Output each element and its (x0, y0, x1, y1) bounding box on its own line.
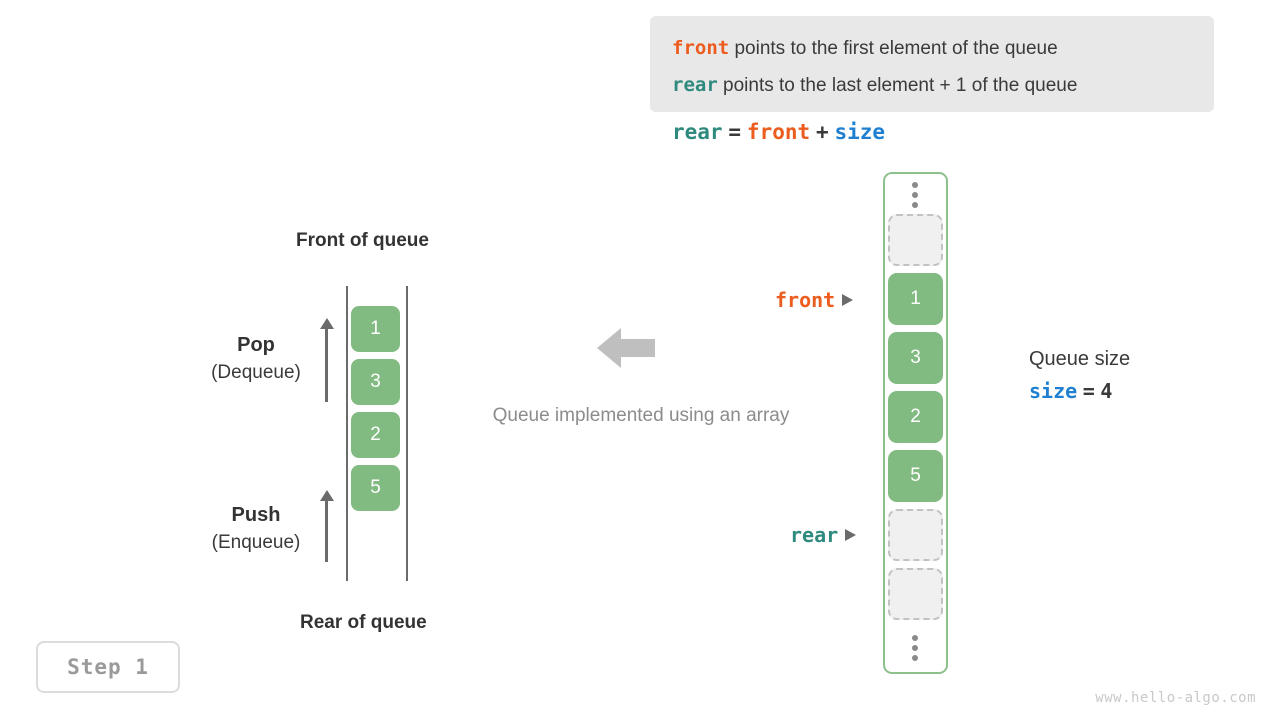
push-label-title: Push (231, 504, 281, 526)
diagram-caption: Queue implemented using an array (492, 405, 790, 426)
front-description: points to the first element of the queue (734, 38, 1058, 59)
size-equals: = (1082, 379, 1095, 403)
formula-plus: + (815, 120, 829, 144)
formula-front: front (746, 120, 811, 144)
queue-size-block: Queue size size = 4 (1029, 344, 1130, 409)
push-label-subtitle: (Enqueue) (211, 532, 301, 553)
size-value: 4 (1100, 379, 1113, 403)
stack-cell: 2 (351, 412, 400, 458)
stack-cell: 5 (351, 465, 400, 511)
queue-rail-left (346, 286, 348, 581)
stack-cell: 3 (351, 359, 400, 405)
size-variable-name: size (1029, 379, 1078, 403)
pop-label-title: Pop (237, 334, 275, 356)
push-arrow-up-icon (320, 490, 334, 562)
info-line-rear: rear points to the last element + 1 of t… (672, 67, 1194, 104)
queue-size-expression: size = 4 (1029, 374, 1130, 409)
pop-operation-label: Pop (Dequeue) (186, 332, 326, 388)
rear-pointer-arrow-icon (845, 529, 857, 541)
vertical-ellipsis-icon-top (910, 182, 920, 208)
rear-of-queue-label: Rear of queue (300, 612, 427, 633)
formula-rear: rear (672, 120, 723, 144)
watermark: www.hello-algo.com (1095, 690, 1256, 706)
front-of-queue-label: Front of queue (296, 230, 429, 251)
rear-pointer-label: rear (790, 523, 839, 547)
array-cell (888, 509, 943, 561)
rear-keyword: rear (672, 74, 718, 96)
stack-cell: 1 (351, 306, 400, 352)
pop-arrow-up-icon (320, 318, 334, 402)
push-operation-label: Push (Enqueue) (186, 502, 326, 558)
array-cell: 5 (888, 450, 943, 502)
left-pointing-arrow-icon (597, 328, 655, 368)
array-cell: 1 (888, 273, 943, 325)
front-pointer-arrow-icon (842, 294, 854, 306)
array-cell: 2 (888, 391, 943, 443)
info-callout-box: front points to the first element of the… (650, 16, 1214, 112)
formula-size: size (834, 120, 886, 144)
formula-rear-equals-front-plus-size: rear = front + size (672, 120, 885, 145)
array-cell: 3 (888, 332, 943, 384)
queue-size-title: Queue size (1029, 348, 1131, 370)
queue-rail-right (406, 286, 408, 581)
front-pointer-label: front (775, 288, 836, 312)
array-cell (888, 568, 943, 620)
formula-equals: = (728, 120, 742, 144)
info-line-front: front points to the first element of the… (672, 30, 1194, 67)
array-cell (888, 214, 943, 266)
vertical-ellipsis-icon-bottom (910, 635, 920, 661)
rear-pointer: rear (790, 523, 857, 547)
front-pointer: front (775, 288, 854, 312)
pop-label-subtitle: (Dequeue) (211, 362, 301, 383)
front-keyword: front (672, 37, 730, 59)
step-badge: Step 1 (36, 641, 180, 693)
rear-description: points to the last element + 1 of the qu… (723, 75, 1078, 96)
